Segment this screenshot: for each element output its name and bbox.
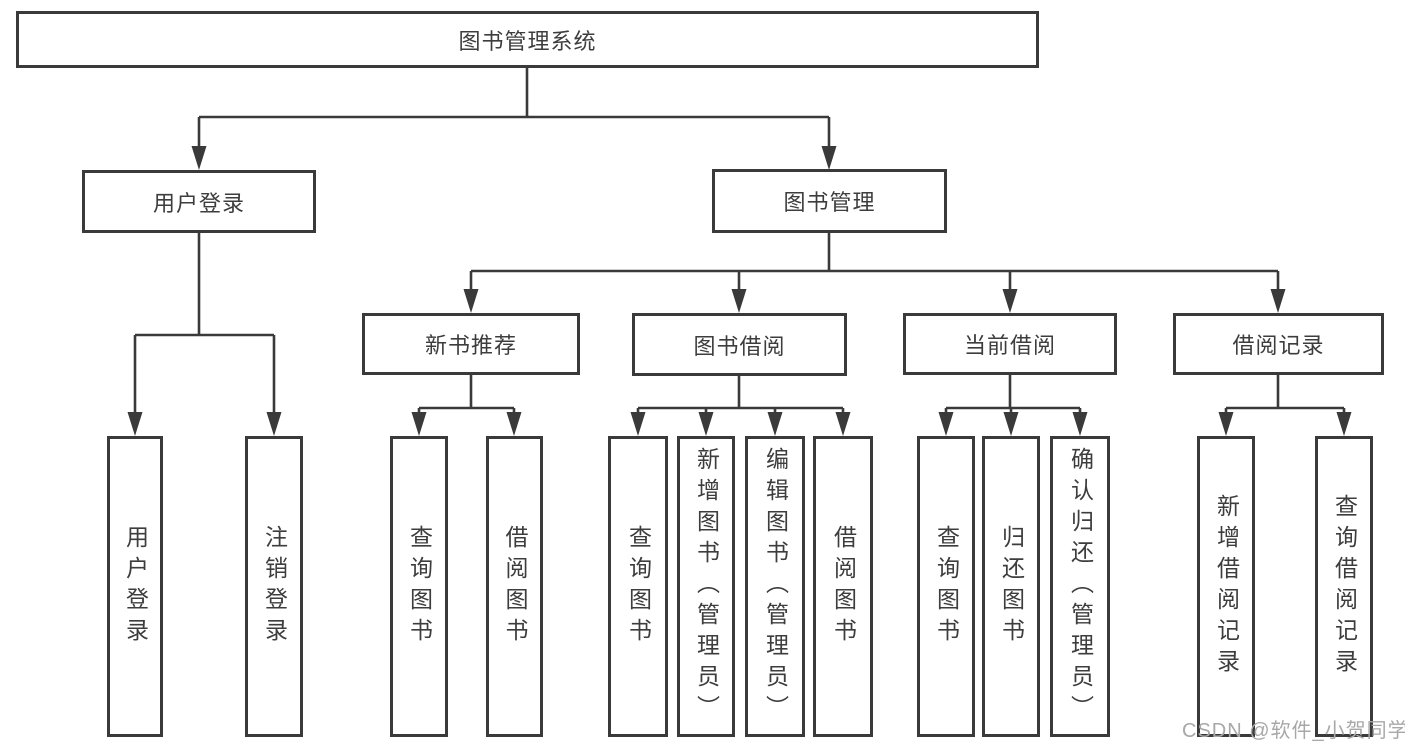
arrow-down-icon [1270, 289, 1286, 313]
arrow-down-icon [191, 146, 207, 170]
leaf-add-books-admin: 新增图书（管理员） [677, 436, 735, 737]
leaf-label: 查询图书 [933, 524, 960, 649]
leaf-query-borrow-record: 查询借阅记录 [1315, 436, 1373, 737]
arrow-down-icon [411, 412, 427, 436]
leaf-return-books: 归还图书 [982, 436, 1040, 737]
leaf-user-login: 用户登录 [107, 436, 163, 737]
leaf-label: 确认归还（管理员） [1067, 447, 1094, 726]
arrow-down-icon [698, 412, 714, 436]
leaf-query-books-2: 查询图书 [608, 436, 668, 737]
leaf-label: 新增图书（管理员） [693, 447, 720, 726]
leaf-label: 借阅图书 [830, 524, 857, 649]
arrow-down-icon [938, 412, 954, 436]
arrow-down-icon [767, 412, 783, 436]
arrow-down-icon [127, 412, 143, 436]
node-borrow-records: 借阅记录 [1173, 313, 1384, 375]
leaf-confirm-return-admin: 确认归还（管理员） [1050, 436, 1110, 737]
leaf-edit-books-admin: 编辑图书（管理员） [745, 436, 805, 737]
arrow-down-icon [835, 412, 851, 436]
node-new-book-recommend: 新书推荐 [362, 313, 580, 375]
leaf-label: 借阅图书 [502, 524, 528, 649]
arrow-down-icon [821, 146, 837, 170]
leaf-query-books-1: 查询图书 [390, 436, 448, 737]
node-current-borrow: 当前借阅 [903, 313, 1117, 375]
leaf-label: 查询借阅记录 [1331, 493, 1358, 680]
node-user-login: 用户登录 [82, 170, 316, 233]
leaf-query-books-3: 查询图书 [917, 436, 975, 737]
leaf-label: 查询图书 [406, 524, 433, 649]
leaf-label: 查询图书 [625, 524, 652, 649]
node-book-borrow: 图书借阅 [632, 313, 847, 376]
arrow-down-icon [731, 289, 747, 313]
leaf-borrow-books-2: 借阅图书 [813, 436, 873, 737]
arrow-down-icon [1002, 289, 1018, 313]
arrow-down-icon [1003, 412, 1019, 436]
leaf-label: 归还图书 [998, 524, 1025, 649]
node-book-management: 图书管理 [712, 169, 947, 233]
leaf-borrow-books-1: 借阅图书 [486, 436, 543, 737]
csdn-watermark: CSDN @软件_小贺同学 [1182, 720, 1405, 742]
leaf-logout: 注销登录 [245, 436, 303, 737]
arrow-down-icon [463, 289, 479, 313]
leaf-label: 注销登录 [261, 524, 288, 649]
arrow-down-icon [266, 412, 282, 436]
arrow-down-icon [1218, 412, 1234, 436]
node-root-library-system: 图书管理系统 [16, 11, 1039, 68]
arrow-down-icon [506, 412, 522, 436]
leaf-label: 编辑图书（管理员） [762, 447, 789, 726]
arrow-down-icon [1336, 412, 1352, 436]
leaf-label: 新增借阅记录 [1213, 493, 1240, 680]
arrow-down-icon [1072, 412, 1088, 436]
leaf-add-borrow-record: 新增借阅记录 [1197, 436, 1255, 737]
arrow-down-icon [630, 412, 646, 436]
leaf-label: 用户登录 [122, 524, 149, 649]
